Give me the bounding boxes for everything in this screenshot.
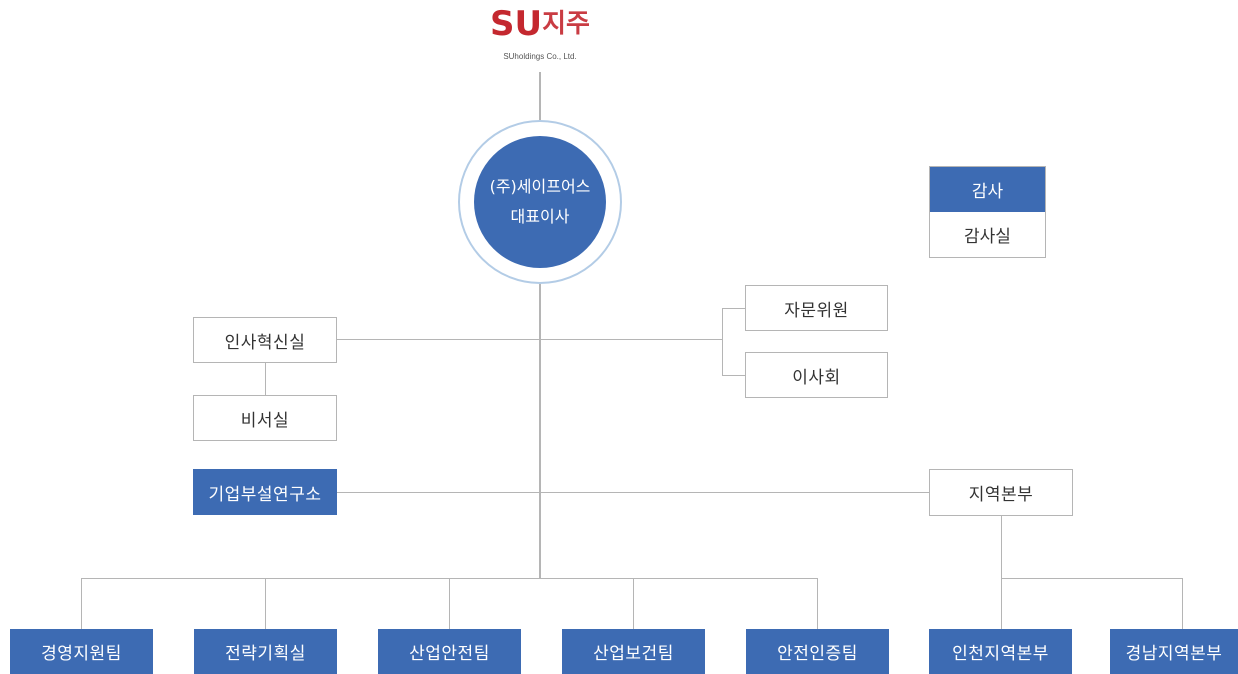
connector-team-2 bbox=[265, 578, 266, 629]
secretary-office: 비서실 bbox=[193, 395, 337, 441]
connector-regional-1 bbox=[1001, 578, 1002, 629]
connector-team-3 bbox=[449, 578, 450, 629]
regional-incheon: 인천지역본부 bbox=[929, 629, 1072, 674]
logo-subtitle: SUholdings Co., Ltd. bbox=[503, 52, 577, 61]
regional-hq: 지역본부 bbox=[929, 469, 1073, 516]
connector-research-row bbox=[337, 492, 929, 493]
connector-logo-ceo bbox=[539, 72, 541, 120]
audit-box: 감사 감사실 bbox=[929, 166, 1046, 258]
connector-team-5 bbox=[817, 578, 818, 629]
connector-hr-secretary bbox=[265, 362, 266, 396]
research-lab: 기업부설연구소 bbox=[193, 469, 337, 515]
ceo-ring bbox=[458, 120, 622, 284]
connector-regional-trunk bbox=[1001, 516, 1002, 578]
connector-advisor-bracket bbox=[722, 308, 723, 375]
connector-board bbox=[722, 375, 746, 376]
company-logo: SU지주 SUholdings Co., Ltd. bbox=[470, 2, 610, 61]
team-safety-certification: 안전인증팀 bbox=[746, 629, 889, 674]
connector-ceo-trunk bbox=[539, 284, 541, 578]
connector-team-4 bbox=[633, 578, 634, 629]
connector-hr-row bbox=[337, 339, 723, 340]
ceo-node: (주)세이프어스 대표이사 bbox=[474, 136, 606, 268]
connector-regional-bus bbox=[1001, 578, 1183, 579]
hr-innovation-office: 인사혁신실 bbox=[193, 317, 337, 363]
team-management-support: 경영지원팀 bbox=[10, 629, 153, 674]
team-strategy-planning: 전략기획실 bbox=[194, 629, 337, 674]
regional-gyeongnam: 경남지역본부 bbox=[1110, 629, 1238, 674]
audit-office: 감사실 bbox=[964, 227, 1011, 247]
ceo-title: 대표이사 bbox=[510, 207, 570, 226]
logo-mark: SU지주 bbox=[490, 4, 590, 44]
connector-advisor bbox=[722, 308, 746, 309]
audit-title: 감사 bbox=[930, 167, 1045, 212]
connector-regional-2 bbox=[1182, 578, 1183, 629]
team-industrial-safety: 산업안전팀 bbox=[378, 629, 521, 674]
advisor-committee: 자문위원 bbox=[745, 285, 888, 331]
team-industrial-health: 산업보건팀 bbox=[562, 629, 705, 674]
ceo-company: (주)세이프어스 bbox=[489, 177, 591, 196]
board-of-directors: 이사회 bbox=[745, 352, 888, 398]
connector-team-1 bbox=[81, 578, 82, 629]
